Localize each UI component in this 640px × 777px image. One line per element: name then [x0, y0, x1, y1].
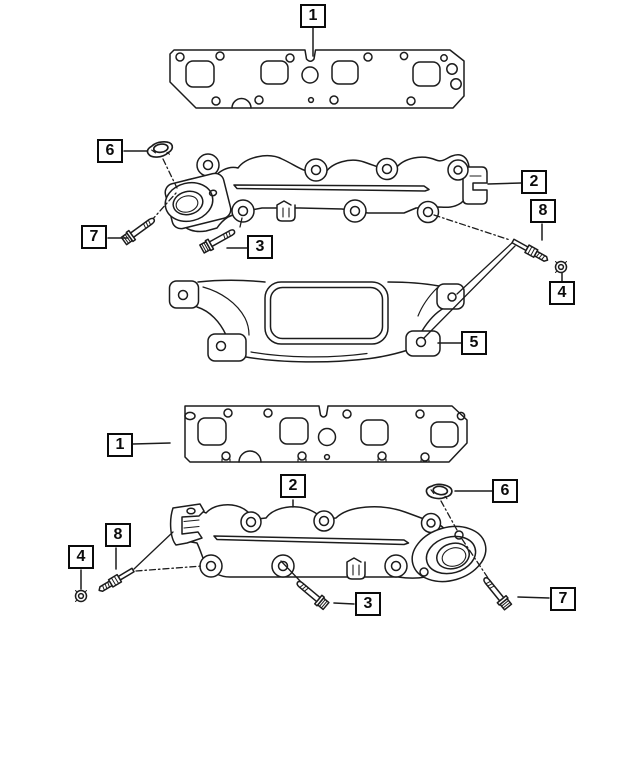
- callout-6-upper[interactable]: 6: [97, 139, 123, 163]
- exhaust-manifold-lower: [169, 503, 487, 583]
- callout-4-lower[interactable]: 4: [68, 545, 94, 569]
- callout-3-lower[interactable]: 3: [355, 592, 381, 616]
- manifold-nut-upper: [145, 139, 175, 160]
- manifold-bolt-3-lower: [293, 577, 331, 612]
- manifold-stud-upper: [510, 236, 551, 265]
- callout-5[interactable]: 5: [461, 331, 487, 355]
- alignment-lines: [133, 158, 516, 584]
- callout-8-upper[interactable]: 8: [530, 199, 556, 223]
- callout-8-lower[interactable]: 8: [105, 523, 131, 547]
- heat-shield: [168, 279, 465, 363]
- callout-1-lower[interactable]: 1: [107, 433, 133, 457]
- exhaust-manifold-gasket-upper: [169, 49, 465, 109]
- callout-3-upper[interactable]: 3: [247, 235, 273, 259]
- callout-6-lower[interactable]: 6: [492, 479, 518, 503]
- manifold-stud-lower: [96, 565, 136, 595]
- callout-2-lower[interactable]: 2: [280, 474, 306, 498]
- callout-4-upper[interactable]: 4: [549, 281, 575, 305]
- manifold-bolt-7-upper: [119, 213, 158, 247]
- callout-7-upper[interactable]: 7: [81, 225, 107, 249]
- callout-1-top[interactable]: 1: [300, 4, 326, 28]
- callout-7-lower[interactable]: 7: [550, 587, 576, 611]
- manifold-bolt-7-lower: [479, 573, 514, 612]
- exhaust-manifold-gasket-lower: [184, 405, 468, 463]
- callout-leader-lines: [80, 27, 563, 605]
- callout-2-upper[interactable]: 2: [521, 170, 547, 194]
- exhaust-manifold-upper: [164, 153, 488, 233]
- manifold-stud-nut-lower: [74, 589, 88, 603]
- manifold-stud-nut-upper: [554, 260, 568, 274]
- manifold-nut-lower: [424, 481, 454, 502]
